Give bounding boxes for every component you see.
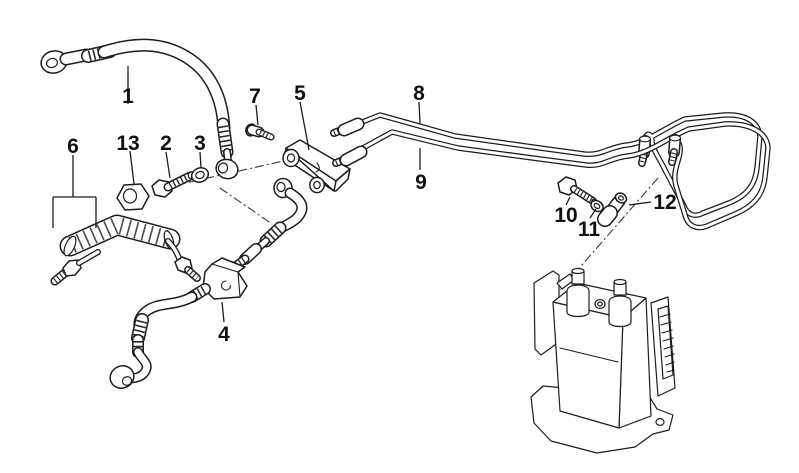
callout-1-label[interactable]: 1 (122, 85, 134, 108)
callout-11-label[interactable]: 11 (578, 218, 601, 241)
callout-7[interactable]: 7 (249, 85, 261, 126)
callout-1[interactable]: 1 (122, 66, 134, 108)
callout-9-label[interactable]: 9 (415, 171, 427, 194)
callout-5-label[interactable]: 5 (294, 82, 306, 105)
part-5-bracket (282, 139, 351, 194)
part-8-brake-pipe-upper (330, 112, 763, 218)
callout-9[interactable]: 9 (415, 148, 427, 194)
part-11-seal-ring (590, 199, 604, 213)
callout-7-label[interactable]: 7 (249, 85, 261, 108)
callout-13[interactable]: 13 (116, 132, 140, 185)
abs-hydraulic-unit (530, 267, 676, 454)
callout-8-label[interactable]: 8 (413, 82, 425, 105)
callout-11[interactable]: 11 (578, 208, 601, 241)
part-3-seal-ring (190, 167, 210, 183)
callout-5[interactable]: 5 (294, 82, 310, 151)
callout-13-label[interactable]: 13 (116, 132, 139, 155)
callout-12[interactable]: 12 (628, 191, 677, 214)
part-9-brake-pipe-lower (332, 121, 771, 231)
part-7-screw (245, 123, 275, 141)
callout-10[interactable]: 10 (554, 196, 578, 227)
part-2-banjo-bolt (151, 171, 195, 198)
part-1-brake-hose (40, 38, 239, 180)
callout-12-label[interactable]: 12 (653, 191, 676, 214)
part-10-bolt (557, 176, 598, 206)
callout-3[interactable]: 3 (194, 132, 206, 169)
callout-4-label[interactable]: 4 (218, 323, 230, 346)
callout-4[interactable]: 4 (218, 301, 230, 346)
callout-2-label[interactable]: 2 (160, 132, 172, 155)
part-13-cap-nut (116, 183, 150, 211)
callout-8[interactable]: 8 (413, 82, 425, 125)
callout-6-label[interactable]: 6 (67, 135, 79, 158)
callout-10-label[interactable]: 10 (554, 204, 577, 227)
callout-2[interactable]: 2 (160, 132, 172, 179)
part-6-hose-with-sleeve (50, 214, 201, 286)
part-12-union-fitting (597, 192, 628, 227)
callout-6[interactable]: 6 (52, 135, 97, 228)
callout-3-label[interactable]: 3 (194, 132, 206, 155)
part-4-distributor-assembly (109, 177, 308, 389)
